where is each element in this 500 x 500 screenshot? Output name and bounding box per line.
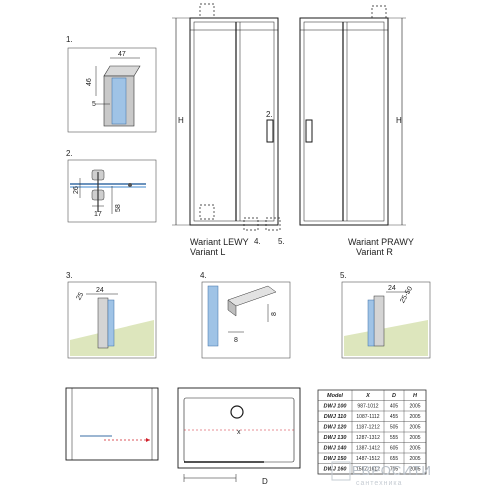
detail-4-width-dim: 8 <box>234 337 238 344</box>
plan-view <box>177 387 301 482</box>
watermark-brand: ЕВРОСИТИ <box>352 463 432 478</box>
detail-5-a-dim: 24 <box>388 285 396 292</box>
detail-3-a-dim: 25 <box>75 291 85 301</box>
table-cell: 2005 <box>409 404 420 410</box>
table-header-cell: D <box>392 393 396 399</box>
variant-right-line1: Wariant PRAWY <box>348 237 414 247</box>
detail-4-label: 4. <box>200 271 207 280</box>
left-callout-5: 5. <box>278 237 285 246</box>
table-cell: 2005 <box>409 435 420 441</box>
table-header-cell: Model <box>327 393 343 399</box>
table-cell: 1087-1112 <box>356 414 379 420</box>
right-height-label: H <box>396 116 402 125</box>
table-header-cell: X <box>365 393 370 399</box>
variant-left-line2: Variant L <box>190 247 225 257</box>
table-cell: 405 <box>390 404 399 410</box>
detail-4-frame <box>201 281 291 359</box>
detail-5-frame <box>341 281 431 359</box>
table-cell: 1387-1412 <box>356 446 380 452</box>
table-cell: DWJ 120 <box>324 425 347 431</box>
table-cell: DWJ 100 <box>324 404 347 410</box>
table-header-cell: H <box>413 393 418 399</box>
detail-1-small-dim: 5 <box>92 101 96 108</box>
detail-2-bottom-dim: 17 <box>94 211 102 218</box>
table-cell: 1187-1212 <box>356 425 380 431</box>
watermark-sub: сантехника <box>356 480 403 487</box>
table-cell: 605 <box>390 446 399 452</box>
table-cell: 555 <box>390 435 399 441</box>
table-cell: 705 <box>390 467 399 473</box>
detail-3-b-dim: 24 <box>96 287 104 294</box>
table-cell: 2005 <box>409 467 420 473</box>
detail-5-label: 5. <box>340 271 347 280</box>
table-cell: 2005 <box>409 425 420 431</box>
table-cell: 987-1012 <box>357 404 378 410</box>
table-cell: 1287-1312 <box>356 435 380 441</box>
left-door-elevation <box>172 3 281 231</box>
plan-x-label: x <box>237 429 241 436</box>
table-cell: DWJ 110 <box>324 414 347 420</box>
watermark: ЕВРОСИТИ сантехника <box>331 461 432 487</box>
detail-2-label: 2. <box>66 149 73 158</box>
detail-1-label: 1. <box>66 35 73 44</box>
right-door-elevation <box>299 5 406 226</box>
detail-2-frame <box>67 159 157 223</box>
table-cell: DWJ 140 <box>324 446 347 452</box>
detail-4-height-dim: 8 <box>271 312 278 316</box>
table-cell: 655 <box>390 456 399 462</box>
table-cell: 455 <box>390 414 399 420</box>
table-cell: 1587-1612 <box>356 467 380 473</box>
left-callout-4: 4. <box>254 237 261 246</box>
table-cell: 505 <box>390 425 399 431</box>
detail-1-frame <box>67 47 157 133</box>
left-callout-2: 2. <box>266 110 273 119</box>
detail-1-width-dim: 47 <box>118 51 126 58</box>
front-view <box>65 387 159 461</box>
left-height-label: H <box>178 116 184 125</box>
table-cell: 2005 <box>409 456 420 462</box>
table-cell: DWJ 130 <box>324 435 347 441</box>
detail-2-right-dim: 58 <box>115 204 122 212</box>
table-cell: 2005 <box>409 446 420 452</box>
detail-1-height-dim: 46 <box>86 78 93 86</box>
table-cell: DWJ 150 <box>324 456 347 462</box>
table-cell: 2005 <box>409 414 420 420</box>
detail-2-left-dim: 26 <box>73 186 80 194</box>
variant-left-line1: Wariant LEWY <box>190 237 249 247</box>
plan-d-label: D <box>262 477 268 486</box>
detail-3-frame <box>67 281 157 359</box>
detail-3-label: 3. <box>66 271 73 280</box>
variant-right-line2: Variant R <box>356 247 393 257</box>
table-cell: DWJ 160 <box>324 467 347 473</box>
table-cell: 1487-1512 <box>356 456 380 462</box>
